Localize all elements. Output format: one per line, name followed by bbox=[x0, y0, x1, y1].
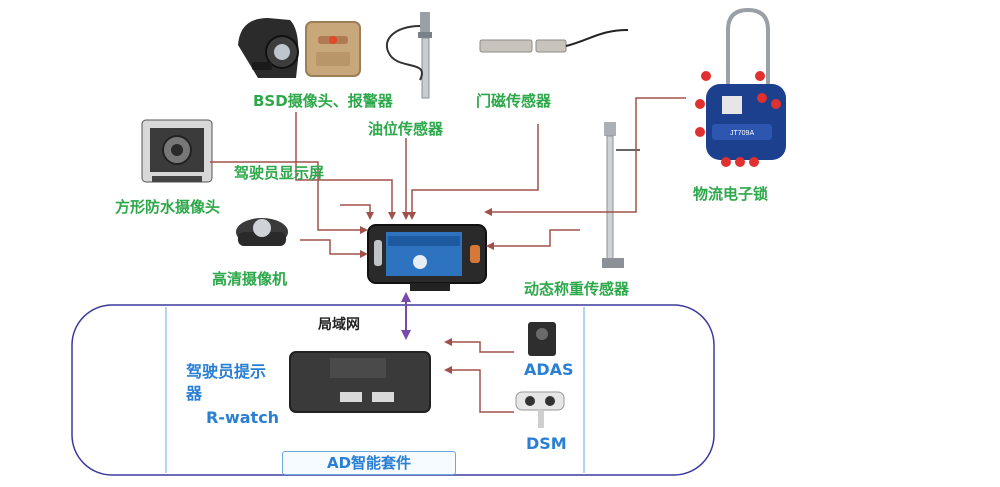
label-ad-suite: AD智能套件 bbox=[282, 451, 456, 475]
lock-model-text: JT709A bbox=[730, 130, 754, 137]
label-dsm: DSM bbox=[526, 434, 567, 453]
label-bsd: BSD摄像头、报警器 bbox=[253, 92, 393, 110]
label-hd-camera: 高清摄像机 bbox=[212, 270, 288, 288]
label-door-sensor: 门磁传感器 bbox=[476, 92, 552, 110]
suite-frame bbox=[71, 304, 715, 476]
label-rwatch-name: R-watch bbox=[206, 408, 280, 427]
connectors bbox=[210, 97, 686, 413]
label-rwatch-title-1: 驾驶员提示 bbox=[186, 362, 267, 381]
door-sensor-image bbox=[479, 29, 629, 53]
adas-camera-image bbox=[528, 322, 556, 356]
waterproof-camera-image bbox=[141, 119, 213, 183]
weigh-sensor-image bbox=[602, 122, 640, 268]
label-e-lock: 物流电子锁 bbox=[693, 185, 769, 203]
label-waterproof-camera: 方形防水摄像头 bbox=[115, 198, 221, 216]
label-weigh-sensor: 动态称重传感器 bbox=[524, 280, 630, 298]
label-oil-sensor: 油位传感器 bbox=[368, 120, 444, 138]
bsd-alarm-image bbox=[305, 21, 361, 77]
rwatch-image bbox=[289, 351, 431, 413]
e-lock-image: JT709A bbox=[695, 7, 786, 167]
label-rwatch-title-2: 器 bbox=[186, 384, 203, 403]
label-driver-display: 驾驶员显示屏 bbox=[234, 164, 325, 182]
lan-link bbox=[401, 292, 411, 340]
bsd-camera-image bbox=[238, 18, 299, 78]
driver-display-image bbox=[367, 224, 487, 291]
connector-arrowheads bbox=[360, 208, 494, 374]
label-lan: 局域网 bbox=[318, 317, 360, 333]
label-adas: ADAS bbox=[524, 360, 574, 379]
hd-camera-image bbox=[236, 218, 288, 246]
oil-sensor-image bbox=[385, 12, 432, 99]
dsm-camera-image bbox=[515, 391, 565, 428]
